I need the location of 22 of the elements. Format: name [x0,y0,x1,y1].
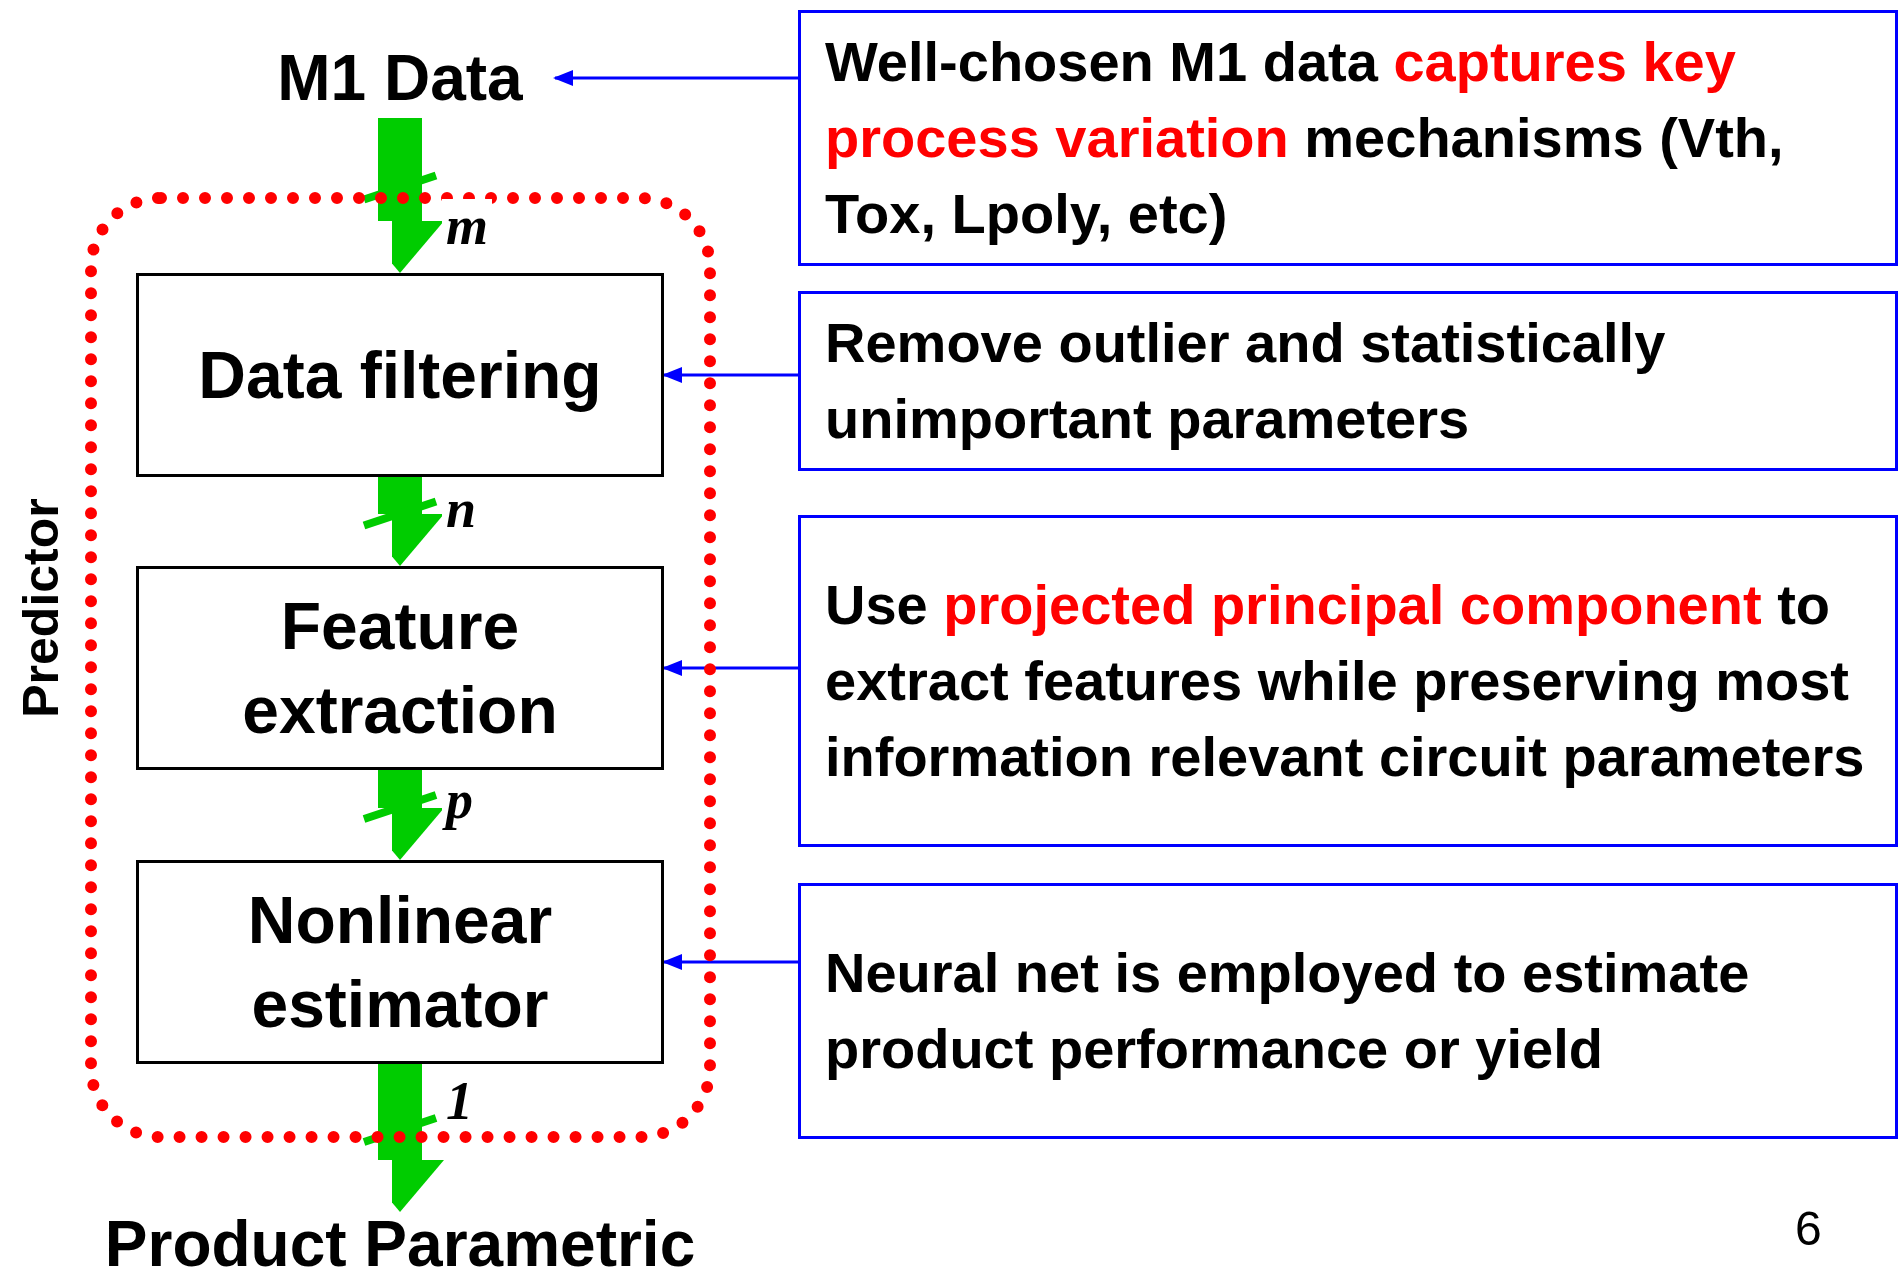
box-label: Data filtering [197,337,603,414]
box-label: Feature extraction [241,588,559,749]
note-box [798,883,1898,1139]
process-box [136,566,664,770]
note-text: Neural net is employed to estimate product performance or yield [825,940,1751,1082]
note-text: Well-chosen M1 data captures key process variation mechanisms (Vth, Tox, Lpoly, etc) [825,29,1785,247]
box-label: Nonlinear estimator [246,882,554,1043]
arrow [662,660,798,676]
arrow [662,367,798,383]
arrow [662,954,798,970]
note-box [798,515,1898,847]
group-title: Predictor [16,497,66,718]
note-text: Use projected principal component to extract features while preserving most information relevant circuit parameters [825,572,1866,790]
arrow [553,70,798,86]
process-box [136,273,664,477]
terminal-label: M1 Data [277,46,523,110]
process-box [136,860,664,1064]
page-number: 6 [1795,1205,1822,1253]
note-box [798,291,1898,471]
note-box [798,10,1898,266]
note-text: Remove outlier and statistically unimportant parameters [825,310,1667,452]
terminal-label: Product Parametric [104,1212,696,1276]
